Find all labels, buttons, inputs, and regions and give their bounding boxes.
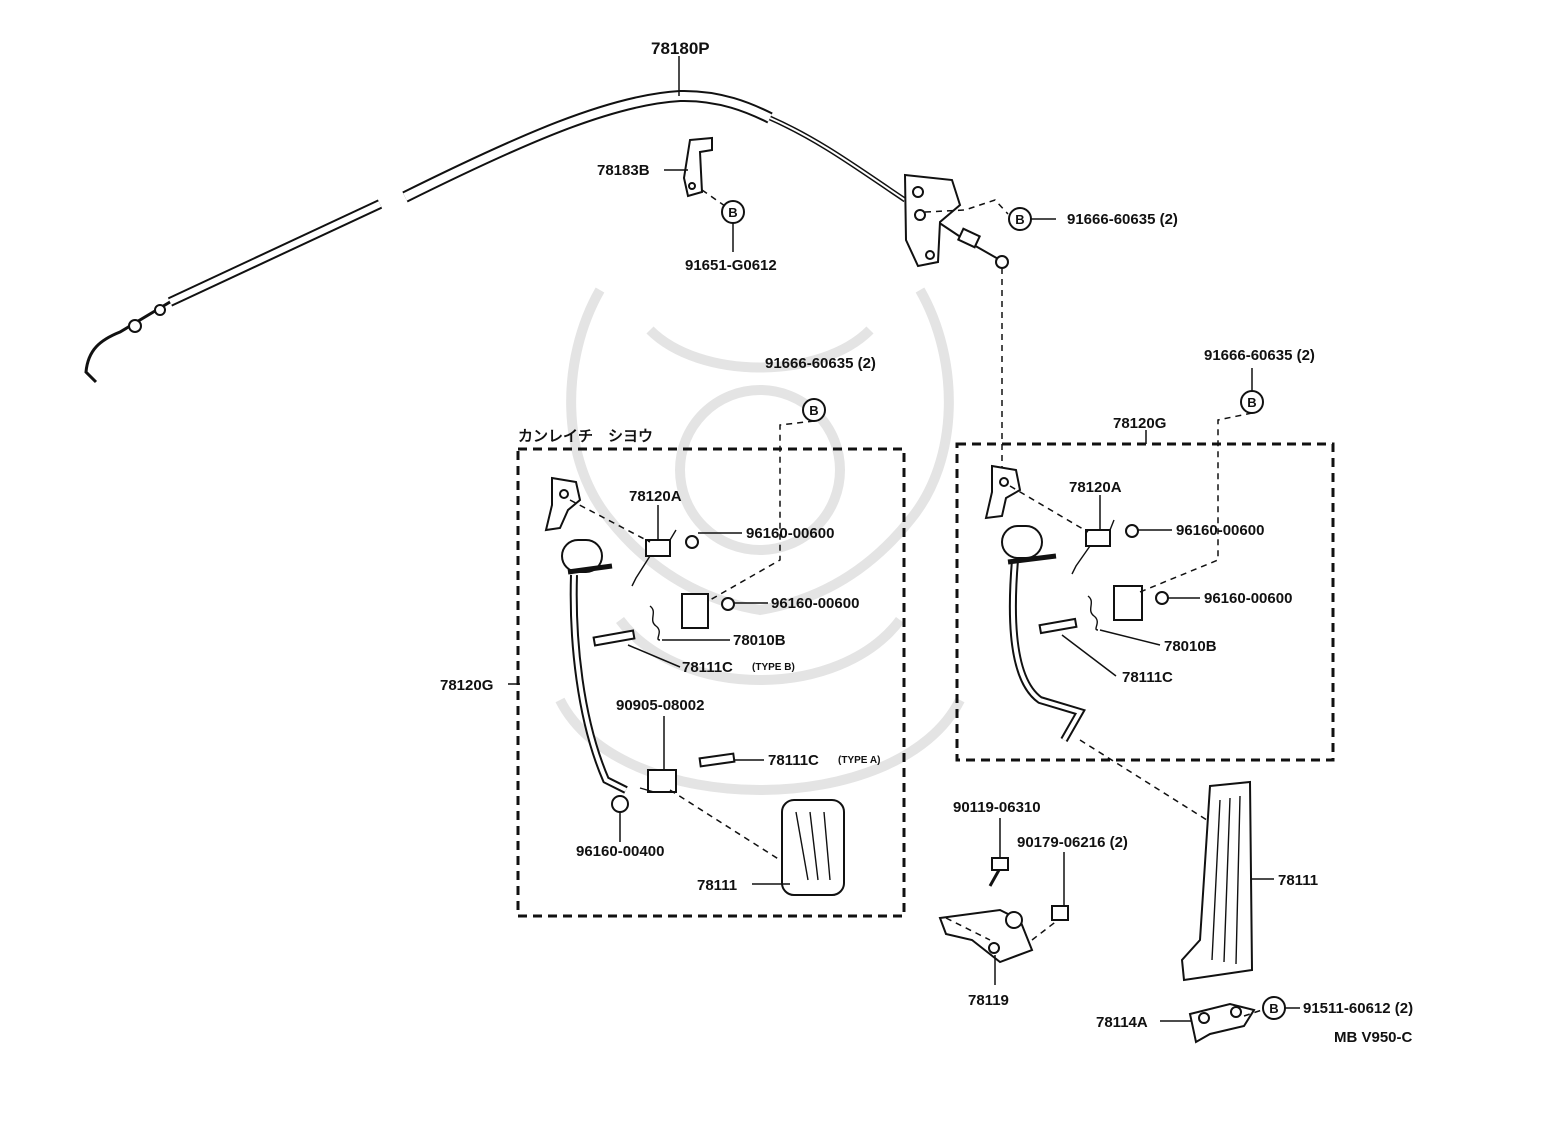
label-left-spring: 78120A xyxy=(629,488,682,505)
label-right-bushing-1: 96160-00600 xyxy=(1176,522,1264,539)
label-right-spring: 78120A xyxy=(1069,479,1122,496)
left-bushing-2 xyxy=(721,597,735,611)
bolt-callout-pedal-bracket: B xyxy=(1262,996,1286,1020)
bolt-callout-left-assy: B xyxy=(802,398,826,422)
label-left-pedal: 78111 xyxy=(697,877,737,894)
label-left-bushing-2: 96160-00600 xyxy=(771,595,859,612)
label-right-assy-title: 78120G xyxy=(1113,415,1166,432)
right-pedal-pad xyxy=(1180,780,1254,982)
label-right-bushing-2: 96160-00600 xyxy=(1204,590,1292,607)
left-bushing-1 xyxy=(685,535,699,549)
label-right-small-spring: 78010B xyxy=(1164,638,1217,655)
label-bolt-top-bracket: 91666-60635 (2) xyxy=(1067,211,1178,228)
svg-text:B: B xyxy=(809,403,818,418)
label-cable: 78180P xyxy=(651,39,710,58)
label-left-pin-a: 78111C xyxy=(768,752,819,769)
right-assembly-box xyxy=(955,442,1335,762)
right-bushing-1 xyxy=(1125,524,1139,538)
left-assembly-box xyxy=(516,447,906,918)
label-cable-bracket: 78183B xyxy=(597,162,650,179)
svg-text:B: B xyxy=(1015,212,1024,227)
svg-text:B: B xyxy=(728,205,737,220)
right-spring-78120a xyxy=(1071,519,1115,575)
label-left-bushing-lower: 96160-00400 xyxy=(576,843,664,860)
left-pin-type-a xyxy=(698,752,736,768)
right-bushing-2 xyxy=(1155,591,1169,605)
bolt-callout-right-assy: B xyxy=(1240,390,1264,414)
right-top-bracket xyxy=(984,464,1022,520)
right-small-spring-78010b xyxy=(1087,585,1143,631)
svg-text:B: B xyxy=(1247,395,1256,410)
label-left-bushing-1: 96160-00600 xyxy=(746,525,834,542)
top-bracket xyxy=(903,173,962,268)
label-right-bolt-top: 91666-60635 (2) xyxy=(1204,347,1315,364)
label-right-pedal: 78111 xyxy=(1278,872,1318,889)
label-pedal-bracket: 78114A xyxy=(1096,1014,1148,1031)
accelerator-cable xyxy=(84,89,1009,384)
label-left-group-title: カンレイチ シヨウ xyxy=(518,428,653,445)
label-bolt-stopper: 90119-06310 xyxy=(953,799,1041,816)
label-left-pin-b-note: (TYPE B) xyxy=(752,662,795,673)
label-stopper-bracket: 78119 xyxy=(968,992,1009,1009)
label-left-bolt-top: 91666-60635 (2) xyxy=(765,355,876,372)
left-pedal-pad xyxy=(781,799,845,896)
bolt-90119 xyxy=(988,857,1009,887)
left-top-bracket xyxy=(544,476,582,532)
svg-text:B: B xyxy=(1269,1001,1278,1016)
label-left-small-spring: 78010B xyxy=(733,632,786,649)
label-bolt-pedal-bracket: 91511-60612 (2) xyxy=(1303,1000,1413,1017)
label-left-assy-side: 78120G xyxy=(440,677,493,694)
label-right-pin: 78111C xyxy=(1122,669,1173,686)
left-lower-spring xyxy=(639,769,677,793)
right-pin-78111c xyxy=(1038,617,1078,635)
label-left-pin-a-note: (TYPE A) xyxy=(838,755,880,766)
label-bolt-cable-bracket: 91651-G0612 xyxy=(685,257,777,274)
left-pin-type-b xyxy=(592,629,636,647)
bolt-callout-top-bracket: B xyxy=(1008,207,1032,231)
left-pedal-arm xyxy=(561,539,628,794)
left-bushing-lower xyxy=(611,795,629,813)
label-left-lower-spring: 90905-08002 xyxy=(616,697,704,714)
bolt-callout-cable-bracket: B xyxy=(721,200,745,224)
label-left-pin-b: 78111C xyxy=(682,659,733,676)
left-small-spring-78010b xyxy=(649,593,709,641)
cable-bracket-78183b xyxy=(682,136,713,198)
nut-90179 xyxy=(1051,905,1069,921)
diagram-code: MB V950-C xyxy=(1334,1029,1413,1046)
label-nut-stopper: 90179-06216 (2) xyxy=(1017,834,1128,851)
stopper-bracket-78119 xyxy=(938,908,1034,964)
pedal-bracket-78114a xyxy=(1188,1002,1256,1044)
right-pedal-arm xyxy=(1001,525,1086,742)
